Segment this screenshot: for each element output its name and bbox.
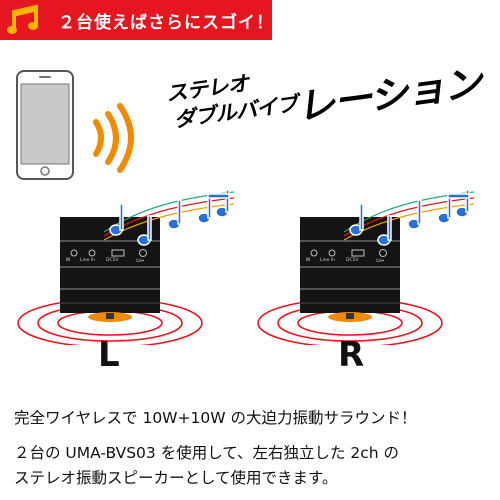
- left-label: L: [98, 335, 120, 375]
- description-line-1: 完全ワイヤレスで 10W+10W の大迫力振動サラウンド！: [14, 409, 417, 427]
- left-speaker: [17, 217, 203, 345]
- port-label: Line In: [320, 258, 335, 263]
- port-label: ⅡⅡ: [306, 258, 311, 263]
- description-line-3: ステレオ振動スピーカーとして使用できます。: [14, 469, 338, 487]
- port-label: ⏻/⏯: [136, 259, 144, 264]
- port-label: DC5V: [106, 258, 119, 263]
- music-note-icon: [7, 4, 38, 34]
- title-banner: ２台使えばさらにスゴイ！: [0, 0, 274, 40]
- headline-part3: レーション: [297, 60, 486, 129]
- headline: ステレオ ダブルバイブ レーション: [150, 60, 490, 160]
- music-notes-icon: [343, 189, 475, 246]
- port-label: ⅡⅡ: [66, 258, 71, 263]
- right-label: R: [338, 335, 365, 375]
- music-notes-icon: [103, 189, 235, 246]
- banner-text: ２台使えばさらにスゴイ！: [58, 13, 274, 33]
- wireless-signal-icon: [93, 103, 134, 173]
- port-label: DC5V: [346, 258, 359, 263]
- port-label: Line In: [80, 258, 95, 263]
- description-line-2: ２台の UMA-BVS03 を使用して、左右独立した 2ch の: [14, 444, 400, 462]
- port-label: ⏻/⏯: [376, 259, 384, 264]
- smartphone-icon: [16, 70, 74, 180]
